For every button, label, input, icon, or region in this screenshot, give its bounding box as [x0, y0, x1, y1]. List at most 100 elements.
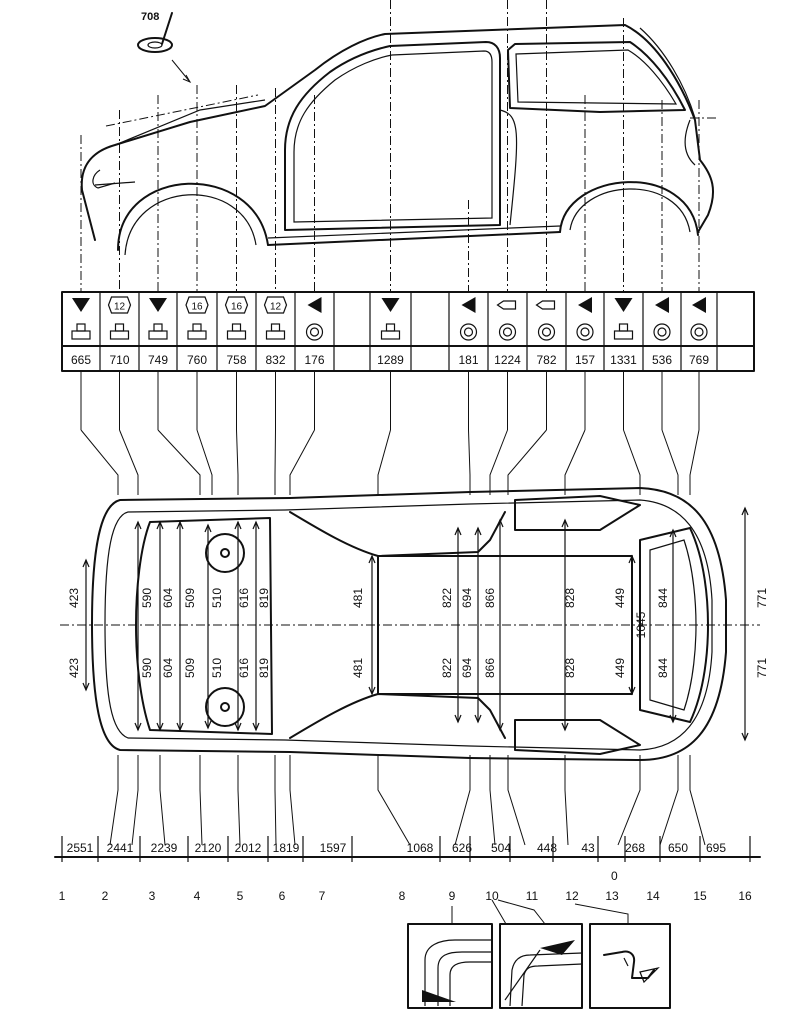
detail-inset-9: [407, 923, 493, 1009]
table-value: 1289: [377, 353, 404, 367]
tab-icon: [71, 323, 91, 340]
width-value-upper: 844: [656, 588, 670, 608]
detail-inset-11: [499, 923, 583, 1009]
width-value-upper: 423: [67, 588, 81, 608]
table-column: 157: [575, 297, 595, 367]
longitudinal-dimension-value: 1068: [407, 841, 434, 855]
part-number-label: 708: [141, 11, 159, 23]
front-floor-panel: [135, 517, 273, 735]
width-value-upper: 590: [140, 588, 154, 608]
width-value-lower: 590: [140, 658, 154, 678]
tunnel-left: [289, 511, 506, 557]
width-value-lower: 604: [161, 658, 175, 678]
tab-icon: [109, 323, 130, 340]
width-value-lower: 481: [351, 658, 365, 678]
longitudinal-dimension-value: 650: [668, 841, 688, 855]
table-column: 16 760: [185, 296, 209, 367]
triangle-left-icon: [655, 297, 669, 313]
table-value: 665: [71, 353, 91, 367]
width-value-center: 1045: [634, 611, 648, 638]
table-column: 1224: [494, 300, 521, 367]
point-number: 16: [738, 889, 752, 903]
front-suspension-mount-left: [205, 533, 245, 573]
width-value-lower: 616: [237, 658, 251, 678]
pin-icon: [535, 300, 556, 310]
badge-label: 16: [191, 302, 203, 313]
badge-icon: [107, 296, 132, 314]
point-number: 15: [693, 889, 707, 903]
table-value: 749: [148, 353, 168, 367]
ring-icon: [459, 323, 478, 341]
tab-icon: [187, 323, 207, 340]
body-outline: [80, 24, 715, 241]
table-column: 749: [148, 298, 168, 367]
triangle-marker-icon-2: [540, 940, 575, 955]
front-suspension-mount-right: [205, 687, 245, 727]
detail-inset-12: [589, 923, 671, 1009]
table-value: 760: [187, 353, 207, 367]
rear-wheel-arch-front-side: [117, 182, 269, 251]
width-value-lower: 510: [210, 658, 224, 678]
width-value-upper: 819: [257, 588, 271, 608]
longitudinal-dimension-value: 626: [452, 841, 472, 855]
triangle-left-icon: [461, 297, 476, 313]
triangle-left-icon: [692, 297, 706, 313]
ring-icon: [537, 323, 556, 341]
longitudinal-dimension-value: 268: [625, 841, 645, 855]
triangle-marker-icon: [422, 990, 456, 1002]
width-value-lower: 866: [483, 658, 497, 678]
point-number: 9: [449, 889, 456, 903]
badge-icon: [185, 296, 209, 314]
table-column: 536: [652, 297, 672, 367]
rear-wheel-arch: [559, 181, 699, 236]
table-value: 758: [226, 353, 246, 367]
ring-icon: [576, 323, 594, 341]
table-value: 536: [652, 353, 672, 367]
width-value-upper: 604: [161, 588, 175, 608]
width-value-lower: 822: [440, 658, 454, 678]
width-value-lower: 819: [257, 658, 271, 678]
rear-sill-recess-lower: [514, 719, 641, 755]
width-value-lower: 844: [656, 658, 670, 678]
longitudinal-dimension-value: 1819: [273, 841, 300, 855]
table-column: 782: [535, 300, 557, 367]
ring-icon: [653, 323, 671, 341]
table-value: 1331: [610, 353, 637, 367]
point-number: 1: [59, 889, 66, 903]
ring-icon: [305, 323, 324, 341]
ring-icon: [498, 323, 517, 341]
width-value-lower: 423: [67, 658, 81, 678]
door-aperture: [284, 41, 501, 231]
longitudinal-dimension-value: 2012: [235, 841, 262, 855]
triangle-down-icon: [149, 298, 167, 312]
tunnel-right: [289, 693, 506, 739]
detail-insets: [407, 899, 671, 1009]
tab-icon: [613, 323, 634, 340]
table-value: 157: [575, 353, 595, 367]
longitudinal-dimension-value: 2239: [151, 841, 178, 855]
width-value-upper: 616: [237, 588, 251, 608]
table-value: 710: [109, 353, 129, 367]
table-column: 1331: [610, 298, 637, 367]
point-number: 5: [237, 889, 244, 903]
rear-quarter-window: [507, 41, 686, 113]
table-value: 1224: [494, 353, 521, 367]
table-column: 769: [689, 297, 709, 367]
table-column: 176: [304, 297, 325, 367]
point-number: 2: [102, 889, 109, 903]
ring-icon: [690, 323, 708, 341]
longitudinal-dimension-value: 2441: [107, 841, 134, 855]
longitudinal-dimension-value: 448: [537, 841, 557, 855]
triangle-down-icon: [72, 298, 90, 312]
grommet-part-icon: [137, 37, 173, 53]
longitudinal-dimension-value: 1597: [320, 841, 347, 855]
car-side-view: 708: [80, 11, 718, 256]
badge-label: 12: [114, 302, 126, 313]
table-value: 176: [304, 353, 324, 367]
tab-icon: [265, 323, 286, 340]
